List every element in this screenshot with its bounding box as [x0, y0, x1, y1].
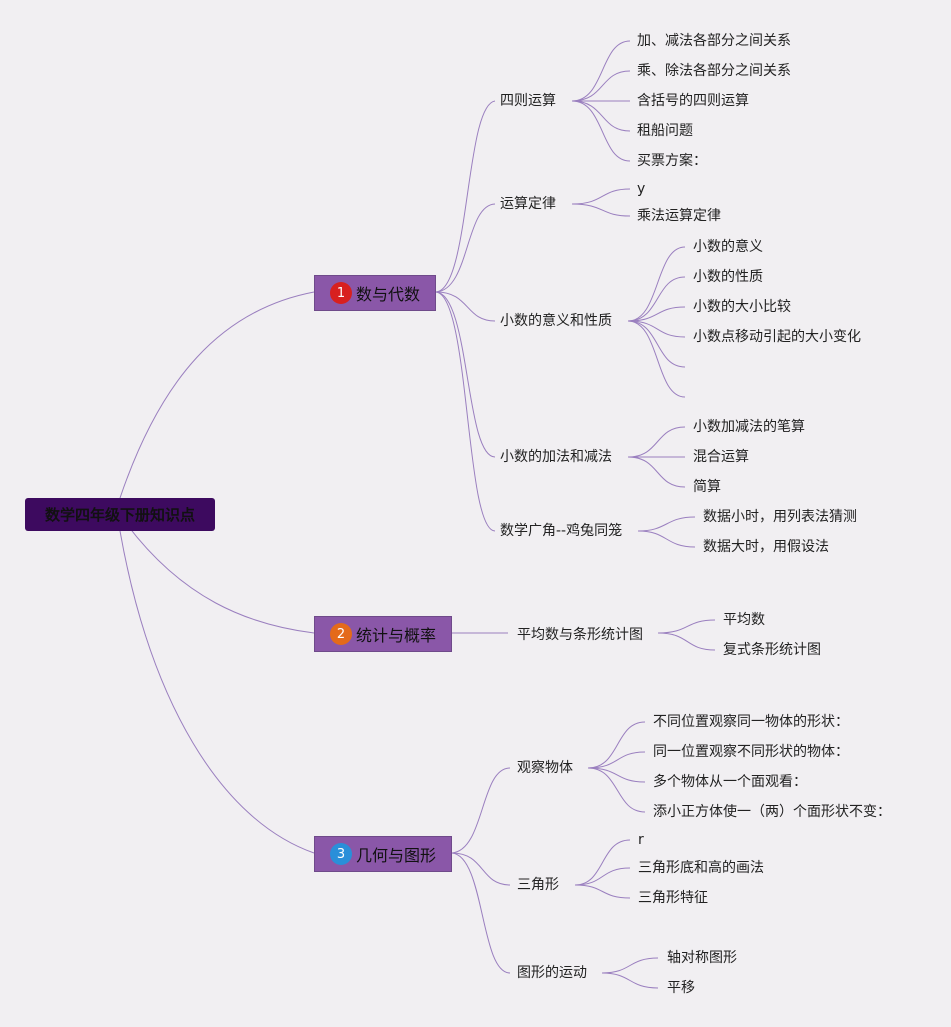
leaf-node[interactable]: 多个物体从一个面观看： — [653, 774, 807, 790]
leaf-node[interactable]: 小数加减法的笔算 — [693, 419, 805, 435]
leaf-node[interactable]: r — [638, 832, 644, 848]
leaf-node[interactable]: 三角形特征 — [638, 890, 708, 906]
leaf-node[interactable]: 加、减法各部分之间关系 — [637, 33, 791, 49]
root-node[interactable]: 数学四年级下册知识点 — [25, 498, 215, 531]
leaf-node[interactable]: 小数的大小比较 — [693, 299, 791, 315]
topic-four-operations[interactable]: 四则运算 — [500, 93, 556, 109]
leaf-node[interactable]: 小数的性质 — [693, 269, 763, 285]
branch-statistics-probability[interactable]: 2 统计与概率 — [314, 616, 452, 652]
branch-label: 数与代数 — [355, 285, 420, 304]
leaf-node[interactable]: 数据大时，用假设法 — [703, 539, 829, 555]
leaf-node[interactable]: 租船问题 — [637, 123, 693, 139]
leaf-node[interactable]: 同一位置观察不同形状的物体： — [653, 744, 849, 760]
topic-observe-objects[interactable]: 观察物体 — [517, 760, 573, 776]
leaf-node[interactable]: 三角形底和高的画法 — [638, 860, 764, 876]
topic-average-bar-chart[interactable]: 平均数与条形统计图 — [517, 627, 643, 643]
leaf-node[interactable]: 平均数 — [723, 612, 765, 628]
leaf-node[interactable]: 简算 — [693, 479, 721, 495]
topic-chicken-rabbit[interactable]: 数学广角--鸡兔同笼 — [500, 523, 623, 539]
leaf-node[interactable]: 小数点移动引起的大小变化 — [693, 329, 861, 345]
number-badge: 1 — [329, 282, 352, 304]
leaf-node[interactable]: 乘法运算定律 — [637, 208, 721, 224]
leaf-node[interactable]: 复式条形统计图 — [723, 642, 821, 658]
topic-decimal-meaning[interactable]: 小数的意义和性质 — [500, 313, 612, 329]
leaf-node[interactable]: 添小正方体使一（两）个面形状不变： — [653, 804, 891, 820]
topic-shape-motion[interactable]: 图形的运动 — [517, 965, 587, 981]
leaf-node[interactable]: 小数的意义 — [693, 239, 763, 255]
branch-label: 几何与图形 — [355, 846, 436, 865]
leaf-node[interactable]: 不同位置观察同一物体的形状： — [653, 714, 849, 730]
leaf-node[interactable]: y — [637, 181, 646, 197]
leaf-node[interactable]: 含括号的四则运算 — [637, 93, 749, 109]
leaf-node[interactable]: 平移 — [667, 980, 695, 996]
number-badge: 3 — [329, 843, 352, 865]
topic-triangle[interactable]: 三角形 — [517, 877, 559, 893]
topic-operation-laws[interactable]: 运算定律 — [500, 196, 556, 212]
branch-number-algebra[interactable]: 1 数与代数 — [314, 275, 436, 311]
topic-decimal-add-sub[interactable]: 小数的加法和减法 — [500, 449, 612, 465]
branch-label: 统计与概率 — [355, 626, 436, 645]
leaf-node[interactable]: 数据小时，用列表法猜测 — [703, 509, 857, 525]
leaf-node[interactable]: 乘、除法各部分之间关系 — [637, 63, 791, 79]
branch-geometry[interactable]: 3 几何与图形 — [314, 836, 452, 872]
leaf-node[interactable]: 买票方案： — [637, 153, 707, 169]
number-badge: 2 — [329, 623, 352, 645]
leaf-node[interactable]: 轴对称图形 — [667, 950, 737, 966]
leaf-node[interactable]: 混合运算 — [693, 449, 749, 465]
